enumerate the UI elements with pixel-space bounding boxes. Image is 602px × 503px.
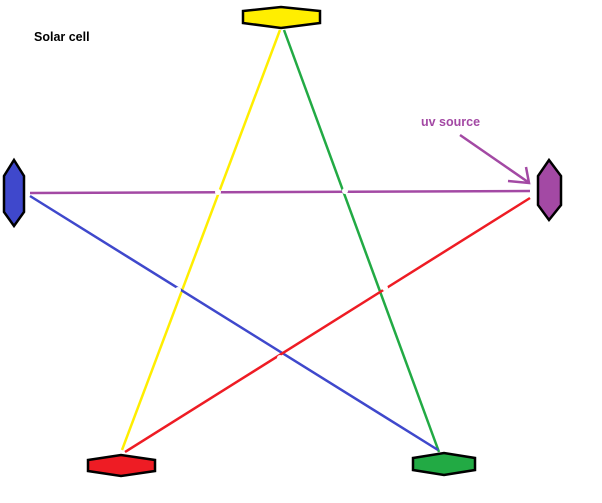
purple-hexagon — [536, 157, 563, 223]
solar-cell-label: Solar cell — [34, 30, 90, 44]
blue-hexagon — [2, 157, 26, 229]
yellow-hexagon — [241, 5, 322, 30]
uv-source-label: uv source — [421, 115, 480, 129]
red-line — [124, 196, 531, 454]
blue-line — [29, 194, 439, 452]
green-line — [282, 29, 441, 453]
uv-arrow — [459, 133, 531, 185]
green-hexagon — [411, 451, 477, 477]
red-hexagon — [86, 453, 157, 478]
purple-line — [29, 189, 531, 195]
yellow-line — [120, 29, 282, 451]
